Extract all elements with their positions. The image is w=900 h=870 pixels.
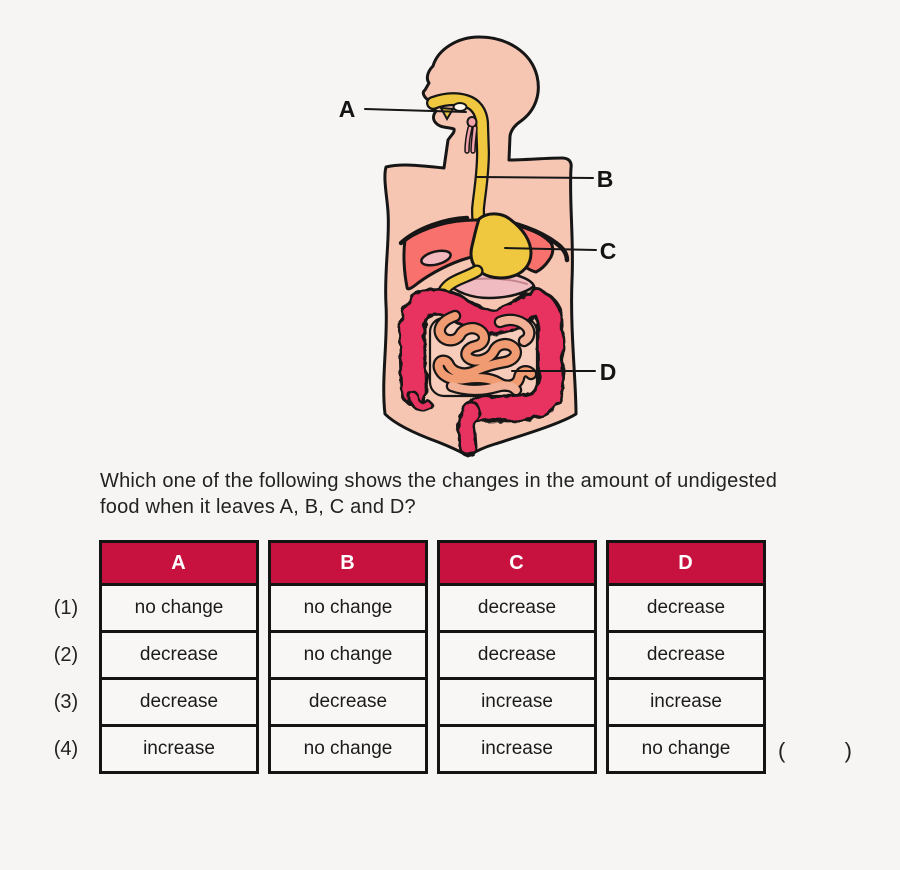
- column-header-b: B: [268, 540, 428, 586]
- option-number: (3): [53, 690, 79, 713]
- bracket-open: (: [778, 738, 786, 763]
- table-cell: decrease: [268, 677, 428, 727]
- question-line-1: Which one of the following shows the cha…: [100, 470, 778, 492]
- header-row-spacer: [42, 540, 90, 586]
- diagram-label-a: A: [339, 96, 356, 122]
- mouth-oval-shape: [452, 102, 468, 112]
- bracket-close: ): [844, 738, 852, 763]
- option-row-2[interactable]: (2) decrease no change decrease decrease: [42, 630, 766, 680]
- column-header-a: A: [99, 540, 259, 586]
- option-row-1[interactable]: (1) no change no change decrease decreas…: [42, 583, 766, 633]
- column-header-d: D: [606, 540, 766, 586]
- table-cell: increase: [437, 677, 597, 727]
- column-header-c: C: [437, 540, 597, 586]
- gallbladder-shape: [420, 249, 452, 267]
- diagram-label-c: C: [600, 238, 617, 264]
- table-cell: no change: [268, 630, 428, 680]
- label-c-pointer-line: [504, 247, 597, 251]
- table-cell: decrease: [437, 583, 597, 633]
- option-row-3[interactable]: (3) decrease decrease increase increase: [42, 677, 766, 727]
- label-b-pointer-line: [476, 176, 594, 179]
- table-cell: decrease: [437, 630, 597, 680]
- label-a-pointer-line: [364, 108, 467, 113]
- diagram-label-d: D: [600, 359, 617, 385]
- table-cell: increase: [99, 724, 259, 774]
- table-cell: no change: [268, 724, 428, 774]
- option-number: (4): [53, 737, 79, 760]
- option-number: (2): [53, 643, 79, 666]
- options-table: A B C D (1) no change no change decrease…: [42, 540, 766, 774]
- table-cell: no change: [99, 583, 259, 633]
- diagram-label-b: B: [597, 166, 614, 192]
- table-cell: no change: [268, 583, 428, 633]
- question-line-2: food when it leaves A, B, C and D?: [100, 496, 416, 518]
- table-cell: decrease: [606, 583, 766, 633]
- digestive-system-diagram: A B C D: [339, 35, 617, 458]
- stomach-shape: [469, 212, 533, 280]
- table-cell: decrease: [99, 630, 259, 680]
- table-header-row: A B C D: [42, 540, 766, 586]
- table-cell: decrease: [99, 677, 259, 727]
- option-row-4[interactable]: (4) increase no change increase no chang…: [42, 724, 766, 774]
- table-cell: decrease: [606, 630, 766, 680]
- trachea-shape: [467, 116, 477, 151]
- table-cell: increase: [437, 724, 597, 774]
- option-number: (1): [53, 596, 79, 619]
- question-text: Which one of the following shows the cha…: [100, 468, 870, 520]
- table-cell: increase: [606, 677, 766, 727]
- answer-bracket: ( ): [778, 726, 852, 776]
- table-cell: no change: [606, 724, 766, 774]
